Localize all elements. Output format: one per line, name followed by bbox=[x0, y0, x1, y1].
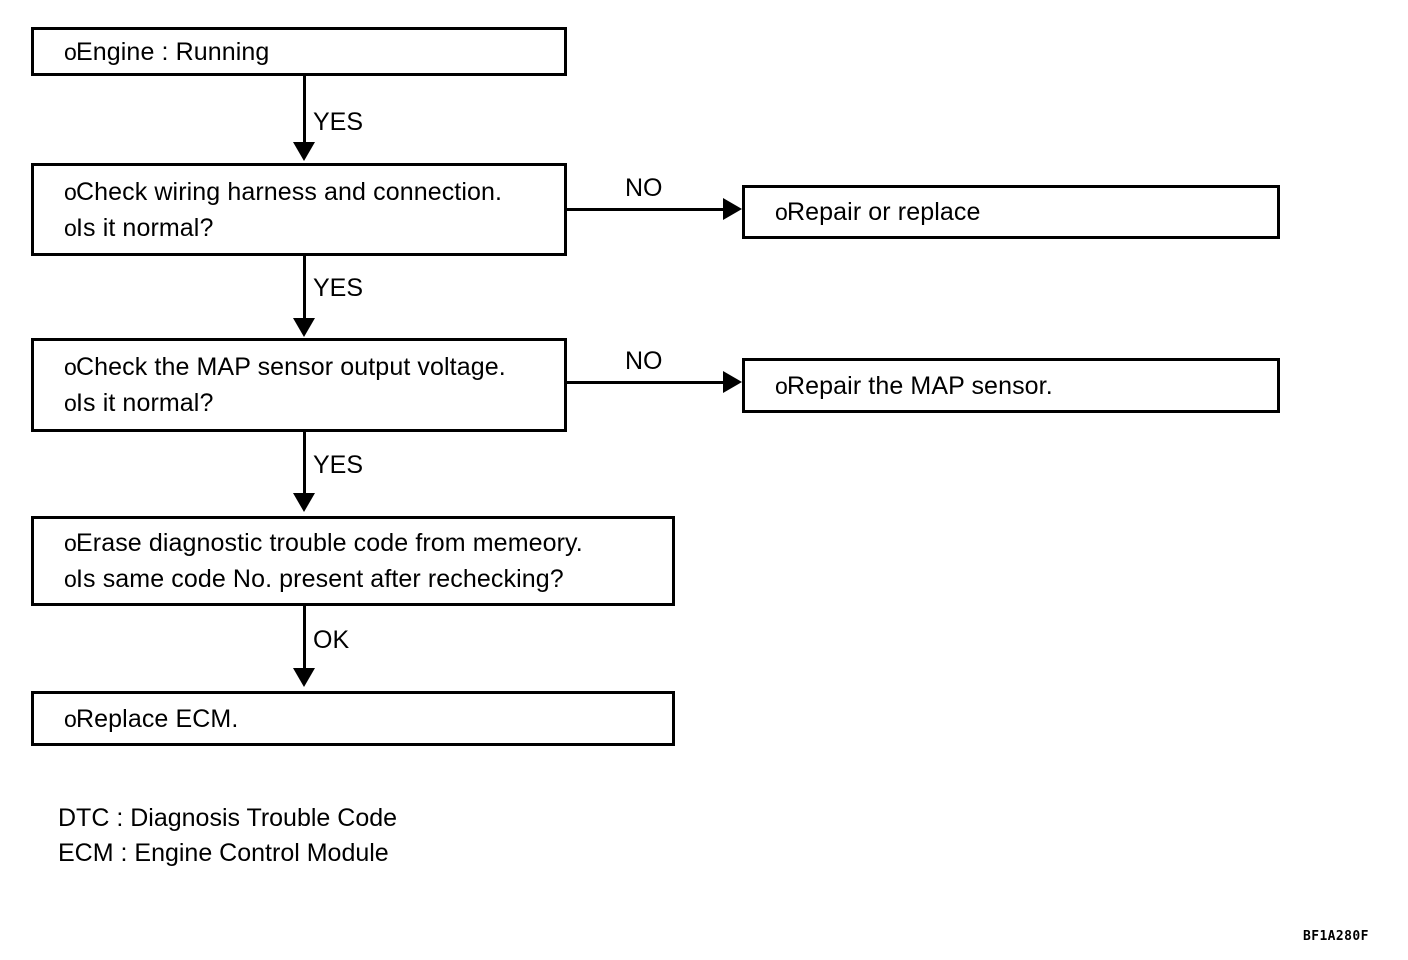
connector-start-to-wiring bbox=[303, 76, 306, 144]
node-text: Is it normal? bbox=[76, 389, 214, 417]
edge-label-erase-to-ecm: OK bbox=[313, 626, 350, 654]
connector-erase-to-ecm bbox=[303, 606, 306, 670]
node-text: Engine : Running bbox=[76, 37, 270, 66]
node-erase-dtc[interactable]: o Erase diagnostic trouble code from mem… bbox=[31, 516, 675, 606]
bullet-marker: o bbox=[64, 530, 77, 556]
bullet-marker: o bbox=[64, 566, 77, 592]
arrowhead-right-wiring-no bbox=[723, 198, 742, 220]
edge-label-wiring-no: NO bbox=[625, 174, 663, 202]
bullet-marker: o bbox=[775, 199, 788, 225]
arrowhead-down-erase-to-ecm bbox=[293, 668, 315, 687]
connector-wiring-no bbox=[567, 208, 724, 211]
node-line: o Check wiring harness and connection. bbox=[34, 174, 564, 210]
node-text: Erase diagnostic trouble code from memeo… bbox=[76, 529, 583, 557]
edge-label-wiring-to-map: YES bbox=[313, 274, 364, 302]
figure-code: BF1A280F bbox=[1303, 929, 1369, 944]
bullet-marker: o bbox=[64, 354, 77, 380]
node-text: Is it normal? bbox=[76, 213, 214, 242]
edge-label-map-no: NO bbox=[625, 347, 663, 375]
node-check-map-voltage[interactable]: o Check the MAP sensor output voltage. o… bbox=[31, 338, 567, 432]
bullet-marker: o bbox=[64, 38, 77, 65]
node-line: o Is same code No. present after recheck… bbox=[34, 561, 672, 597]
legend-dtc: DTC : Diagnosis Trouble Code bbox=[58, 804, 398, 832]
node-replace-ecm[interactable]: o Replace ECM. bbox=[31, 691, 675, 746]
bullet-marker: o bbox=[775, 372, 788, 399]
node-repair-or-replace[interactable]: o Repair or replace bbox=[742, 185, 1280, 239]
arrowhead-right-map-no bbox=[723, 371, 742, 393]
arrowhead-down-start-to-wiring bbox=[293, 142, 315, 161]
node-line: o Erase diagnostic trouble code from mem… bbox=[34, 525, 672, 561]
edge-label-map-to-erase: YES bbox=[313, 451, 364, 479]
bullet-marker: o bbox=[64, 390, 77, 416]
node-line: o Check the MAP sensor output voltage. bbox=[34, 349, 564, 385]
node-line: o Repair or replace bbox=[745, 194, 1277, 230]
node-line: o Is it normal? bbox=[34, 385, 564, 421]
node-text: Repair or replace bbox=[787, 198, 981, 226]
node-text: Check wiring harness and connection. bbox=[76, 177, 503, 206]
node-repair-map-sensor[interactable]: o Repair the MAP sensor. bbox=[742, 358, 1280, 413]
arrowhead-down-wiring-to-map bbox=[293, 318, 315, 337]
arrowhead-down-map-to-erase bbox=[293, 493, 315, 512]
node-check-wiring[interactable]: o Check wiring harness and connection. o… bbox=[31, 163, 567, 256]
node-line: o Engine : Running bbox=[34, 34, 564, 70]
edge-label-start-to-wiring: YES bbox=[313, 108, 364, 136]
bullet-marker: o bbox=[64, 214, 77, 241]
bullet-marker: o bbox=[64, 178, 77, 205]
legend-ecm: ECM : Engine Control Module bbox=[58, 839, 389, 867]
node-text: Check the MAP sensor output voltage. bbox=[76, 353, 506, 381]
node-text: Replace ECM. bbox=[76, 704, 239, 733]
node-line: o Is it normal? bbox=[34, 210, 564, 246]
node-engine-running[interactable]: o Engine : Running bbox=[31, 27, 567, 76]
node-text: Is same code No. present after recheckin… bbox=[76, 565, 564, 593]
bullet-marker: o bbox=[64, 705, 77, 732]
connector-map-no bbox=[567, 381, 724, 384]
node-line: o Repair the MAP sensor. bbox=[745, 368, 1277, 404]
connector-wiring-to-map bbox=[303, 256, 306, 321]
connector-map-to-erase bbox=[303, 432, 306, 496]
node-line: o Replace ECM. bbox=[34, 701, 672, 737]
node-text: Repair the MAP sensor. bbox=[787, 371, 1053, 400]
